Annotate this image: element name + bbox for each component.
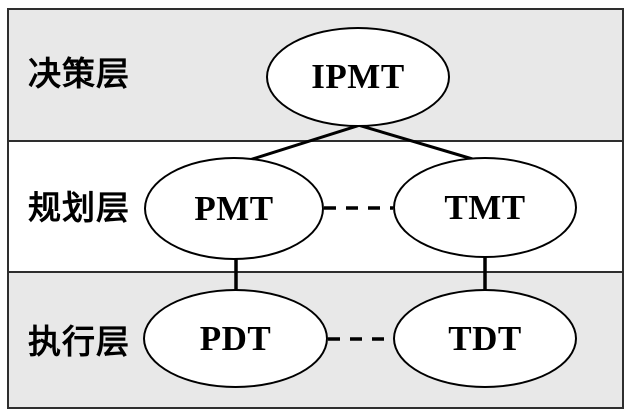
node-pmt: PMT [144,157,324,260]
node-tmt: TMT [393,157,577,258]
layer-label-execution: 执行层 [28,323,130,360]
node-tdt: TDT [393,289,577,388]
node-pdt: PDT [143,289,328,388]
node-ipmt: IPMT [266,27,450,127]
node-tdt-label: TDT [448,318,522,358]
node-ipmt-label: IPMT [311,57,405,96]
layer-label-planning: 规划层 [28,189,130,226]
layer-label-decision: 决策层 [28,55,130,92]
node-pmt-label: PMT [194,188,274,228]
node-pdt-label: PDT [199,318,272,358]
node-tmt-label: TMT [444,187,526,227]
